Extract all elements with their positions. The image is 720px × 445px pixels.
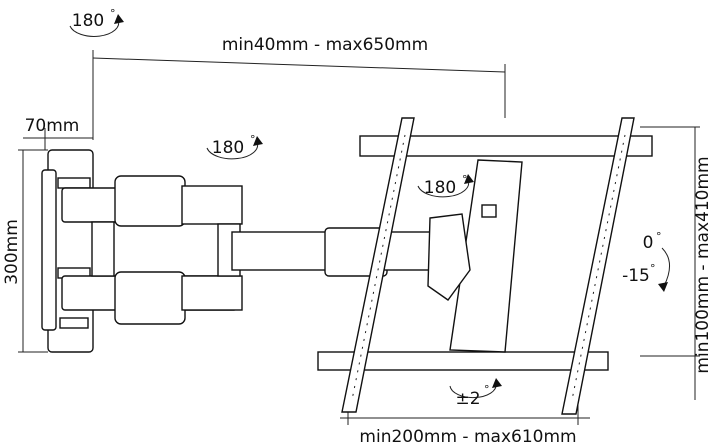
tilt-up-label: 0 (643, 233, 654, 253)
level-adjust-label: ±2 (455, 389, 480, 409)
bracket-head (427, 159, 523, 353)
svg-text:°: ° (650, 262, 656, 275)
top-swivel-annotation: 180 ° (69, 7, 124, 37)
arm-swivel-annotation: 180 ° (206, 133, 263, 160)
svg-text:°: ° (462, 173, 468, 186)
tilt-annotation: 0 ° -15 ° (622, 230, 670, 292)
rotation-arrow-icon (253, 136, 263, 146)
rotation-arrow-icon (464, 174, 474, 184)
level-adjust-annotation: ±2 ° (449, 378, 502, 409)
svg-text:°: ° (110, 7, 116, 20)
vertical-spacing-label: min100mm - max410mm (693, 156, 713, 373)
rotation-arrow-icon (658, 282, 668, 292)
arm-swivel-label: 180 (212, 138, 244, 158)
vertical-arm-right (561, 117, 635, 415)
rotation-arrow-icon (492, 378, 502, 388)
wall-plate-depth-label: 70mm (25, 116, 80, 136)
svg-text:°: ° (484, 383, 490, 396)
wall-plate-depth-dimension: 70mm (23, 116, 93, 150)
wall-plate (41, 149, 94, 353)
svg-text:°: ° (656, 230, 662, 243)
top-swivel-label: 180 (72, 11, 104, 31)
tilt-down-label: -15 (622, 266, 650, 286)
rotation-arrow-icon (417, 179, 470, 198)
rotation-arrow-icon (449, 383, 497, 399)
arm-extension-dimension: min40mm - max650mm (92, 35, 506, 140)
wall-plate-height-dimension: 300mm (2, 149, 48, 353)
vertical-arm-left (341, 117, 415, 413)
horizontal-spacing-dimension: min200mm - max610mm (340, 395, 590, 445)
rotation-arrow-icon (206, 141, 259, 160)
head-swivel-label: 180 (424, 178, 456, 198)
rotation-arrow-icon (114, 14, 124, 24)
rotation-arrow-icon (661, 247, 670, 287)
head-swivel-annotation: 180 ° (417, 173, 474, 198)
rotation-arrow-icon (69, 19, 120, 37)
wall-plate-height-label: 300mm (2, 219, 22, 285)
horizontal-rails (317, 135, 653, 371)
arm-extension-label: min40mm - max650mm (222, 35, 428, 55)
vertical-spacing-dimension: min100mm - max410mm (640, 126, 713, 400)
articulating-arms (61, 175, 440, 325)
svg-text:°: ° (250, 133, 256, 146)
horizontal-spacing-label: min200mm - max610mm (359, 427, 576, 445)
